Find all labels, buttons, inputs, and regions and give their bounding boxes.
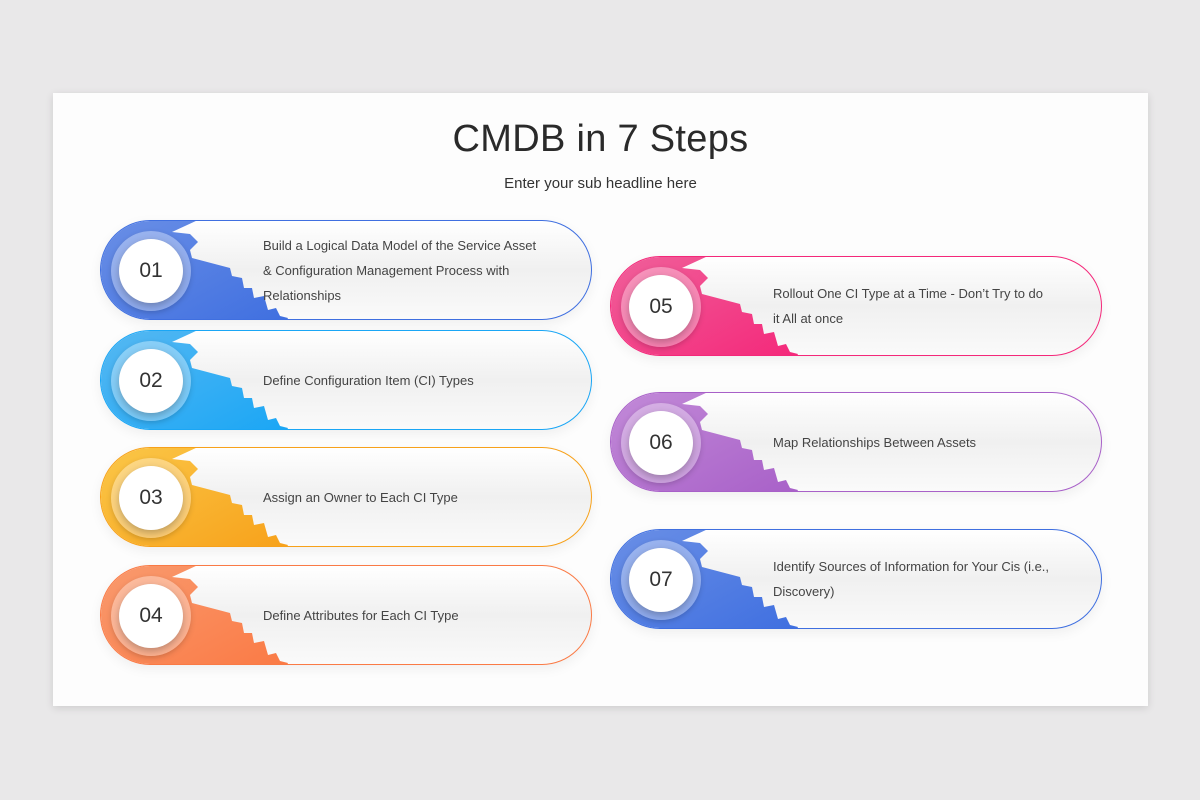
step-pill: 03 Assign an Owner to Each CI Type <box>100 447 592 547</box>
step-label: Define Configuration Item (CI) Types <box>263 372 474 388</box>
step-label-wrap: Identify Sources of Information for Your… <box>773 530 1051 628</box>
page-subtitle: Enter your sub headline here <box>504 175 697 192</box>
step-02: 02 Define Configuration Item (CI) Types <box>100 330 592 430</box>
step-03: 03 Assign an Owner to Each CI Type <box>100 447 592 547</box>
step-04: 04 Define Attributes for Each CI Type <box>100 565 592 665</box>
step-label: Build a Logical Data Model of the Servic… <box>263 237 537 303</box>
step-label-wrap: Map Relationships Between Assets <box>773 393 1051 491</box>
step-number: 06 <box>629 411 693 475</box>
step-label-wrap: Rollout One CI Type at a Time - Don’t Tr… <box>773 257 1051 355</box>
step-label-wrap: Define Configuration Item (CI) Types <box>263 331 541 429</box>
step-pill: 07 Identify Sources of Information for Y… <box>610 529 1102 629</box>
step-number: 07 <box>629 548 693 612</box>
step-number: 02 <box>119 349 183 413</box>
step-05: 05 Rollout One CI Type at a Time - Don’t… <box>610 256 1102 356</box>
step-label-wrap: Assign an Owner to Each CI Type <box>263 448 541 546</box>
slide: CMDB in 7 Steps Enter your sub headline … <box>53 93 1148 706</box>
step-07: 07 Identify Sources of Information for Y… <box>610 529 1102 629</box>
step-number: 05 <box>629 275 693 339</box>
step-label-wrap: Build a Logical Data Model of the Servic… <box>263 221 541 319</box>
step-pill: 06 Map Relationships Between Assets <box>610 392 1102 492</box>
step-pill: 04 Define Attributes for Each CI Type <box>100 565 592 665</box>
step-label: Identify Sources of Information for Your… <box>773 559 1050 599</box>
step-number: 03 <box>119 466 183 530</box>
step-01: 01 Build a Logical Data Model of the Ser… <box>100 220 592 320</box>
step-number: 01 <box>119 239 183 303</box>
step-label-wrap: Define Attributes for Each CI Type <box>263 566 541 664</box>
step-label: Map Relationships Between Assets <box>773 434 977 450</box>
step-pill: 02 Define Configuration Item (CI) Types <box>100 330 592 430</box>
step-number: 04 <box>119 584 183 648</box>
step-label: Assign an Owner to Each CI Type <box>263 489 458 505</box>
step-pill: 05 Rollout One CI Type at a Time - Don’t… <box>610 256 1102 356</box>
step-pill: 01 Build a Logical Data Model of the Ser… <box>100 220 592 320</box>
page-title: CMDB in 7 Steps <box>452 118 749 160</box>
step-06: 06 Map Relationships Between Assets <box>610 392 1102 492</box>
step-label: Define Attributes for Each CI Type <box>263 607 459 623</box>
step-label: Rollout One CI Type at a Time - Don’t Tr… <box>773 286 1043 326</box>
